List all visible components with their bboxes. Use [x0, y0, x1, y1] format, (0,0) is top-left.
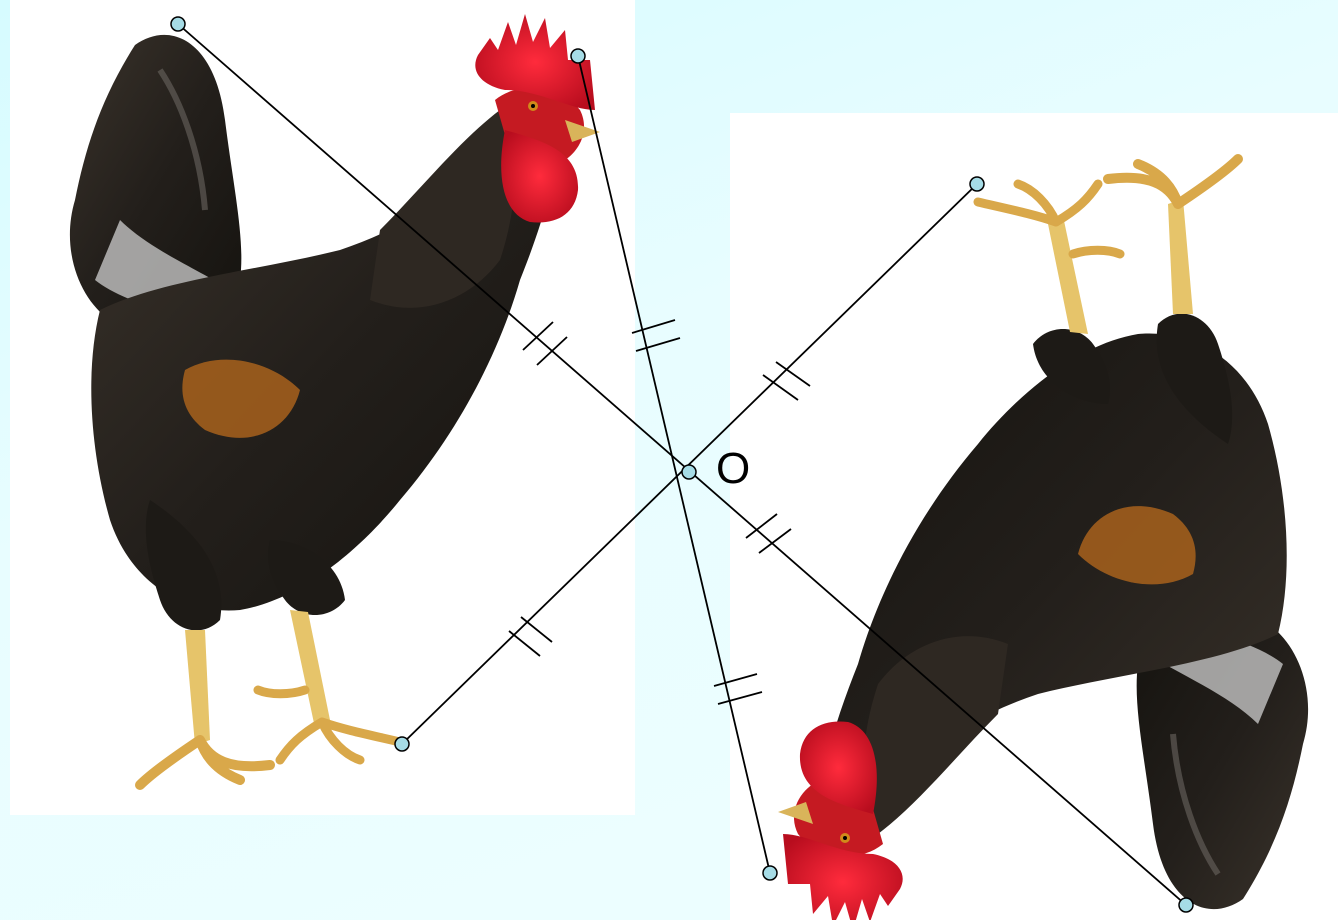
point-foot-image [970, 177, 984, 191]
point-comb [571, 49, 585, 63]
rooster-image [778, 159, 1308, 920]
point-center-o [682, 465, 696, 479]
equal-tick-marks [509, 320, 810, 704]
rooster-original [70, 14, 600, 785]
point-tail-image [1179, 898, 1193, 912]
point-tail [171, 17, 185, 31]
center-label-o: O [716, 447, 750, 491]
point-comb-image [763, 866, 777, 880]
point-foot [395, 737, 409, 751]
